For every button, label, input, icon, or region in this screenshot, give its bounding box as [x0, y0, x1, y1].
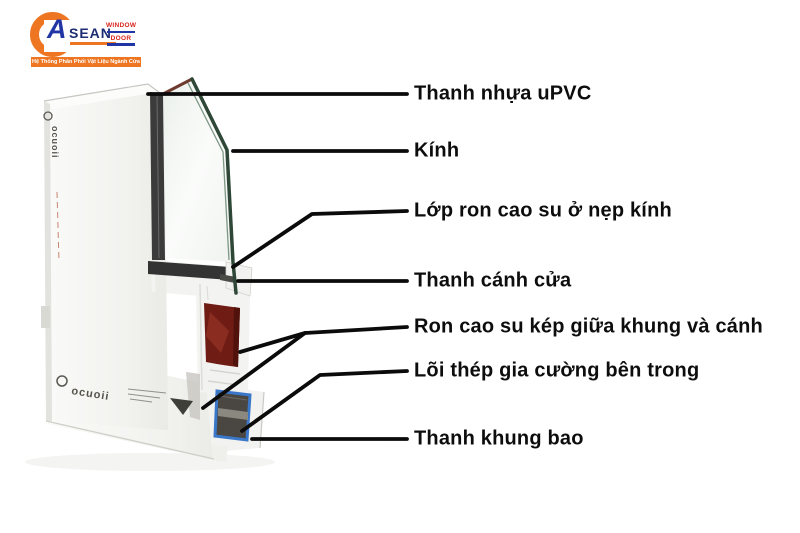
leader-lines [146, 92, 409, 441]
rubber-corner-wedge [170, 398, 193, 415]
rubber-gasket-highlight [206, 312, 229, 353]
frame-foot [212, 444, 228, 462]
silhouette-edge [45, 420, 215, 460]
label-double-gasket: Ron cao su kép giữa khung và cánh [414, 315, 763, 338]
sash-groove [199, 283, 203, 391]
leader-line-double-gasket-b [201, 331, 307, 410]
leader-line-steel-core [240, 369, 409, 433]
film-brand-text-side: ocuoii [50, 126, 60, 159]
label-upvc-bar: Thanh nhựa uPVC [414, 82, 592, 105]
ground-shadow [25, 453, 275, 471]
steel-mid-band [218, 408, 248, 420]
glass-right-edge [190, 77, 238, 295]
silhouette-edge [43, 83, 165, 102]
film-spec-sticker [41, 306, 50, 328]
logo-tagline: Hệ Thống Phân Phối Vật Liệu Ngành Cửa [31, 57, 141, 67]
glazing-channel-horizontal [148, 261, 230, 280]
steel-top-highlight [219, 395, 248, 401]
film-red-stripe [56, 191, 60, 263]
bead-gasket-cap [220, 274, 236, 283]
glazing-channel-highlight [156, 95, 160, 259]
label-sash-profile: Thanh cánh cửa [414, 269, 572, 292]
film-spec-line [127, 388, 167, 394]
logo-word-door: DOOR [110, 34, 132, 42]
film-spec-line [127, 393, 161, 399]
glass-inner-edge [187, 82, 230, 261]
frame-side-shade [186, 372, 200, 420]
jamb-top-bevel [44, 84, 158, 109]
label-glass: Kính [414, 139, 460, 162]
label-glazing-gasket: Lớp ron cao su ở nẹp kính [414, 199, 672, 222]
window-sample-photo: ocuoii ocuoii [25, 77, 275, 471]
leader-line-double-gasket-a [238, 325, 409, 354]
label-steel-core: Lõi thép gia cường bên trong [414, 359, 700, 382]
film-brand-text-bottom: ocuoii [71, 385, 111, 403]
leader-line-glazing-gasket [231, 209, 409, 269]
logo-stripe [107, 43, 135, 46]
label-frame-profile: Thanh khung bao [414, 427, 584, 450]
logo-card: A SEAN WINDOW DOOR [44, 14, 138, 52]
logo-sub-bar [70, 42, 116, 45]
film-logo-circle-side [43, 111, 53, 121]
frame-jamb-face [44, 84, 168, 430]
logo-stripe [107, 30, 135, 33]
film-spec-line [129, 398, 153, 403]
seal-notch [209, 369, 241, 375]
logo-brand-name: SEAN [69, 25, 112, 41]
logo-word-stack: WINDOW DOOR [106, 22, 136, 47]
logo-letter-a: A [47, 14, 67, 44]
sash-groove [206, 285, 209, 301]
glass-pane [163, 79, 233, 262]
film-logo-circle-bottom [56, 375, 68, 387]
asean-logo: A SEAN WINDOW DOOR Hệ Thống Phân Phối Vậ… [28, 10, 146, 68]
glass-top-edge [161, 77, 194, 96]
jamb-left-edge [44, 101, 52, 421]
logo-word-window: WINDOW [106, 22, 137, 29]
